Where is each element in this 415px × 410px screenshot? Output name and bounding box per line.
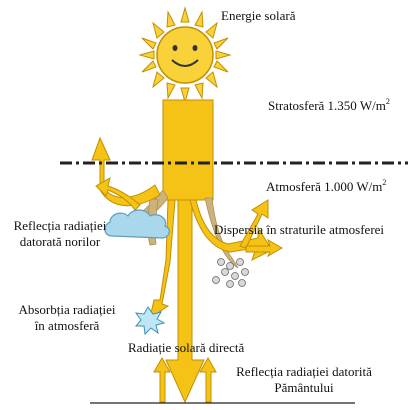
sun-icon: [140, 8, 230, 102]
stratosphere-label: Stratosferă 1.350 W/m2: [268, 98, 390, 116]
particles-icon: [213, 259, 249, 288]
radiation-column: [163, 100, 213, 200]
ground-reflection-label: Reflecția radiației datorită Pământului: [214, 364, 394, 396]
atmosphere-label: Atmosferă 1.000 W/m2: [266, 179, 386, 197]
dispersion-label: Dispersia în straturile atmosferei: [214, 222, 384, 238]
absorption-label: Absorbția radiației în atmosferă: [12, 302, 122, 334]
solar-energy-label: Energie solară: [221, 8, 295, 24]
direct-radiation-label: Radiație solară directă: [128, 340, 244, 356]
cloud-reflection-label: Reflecția radiației datorată norilor: [5, 218, 115, 250]
